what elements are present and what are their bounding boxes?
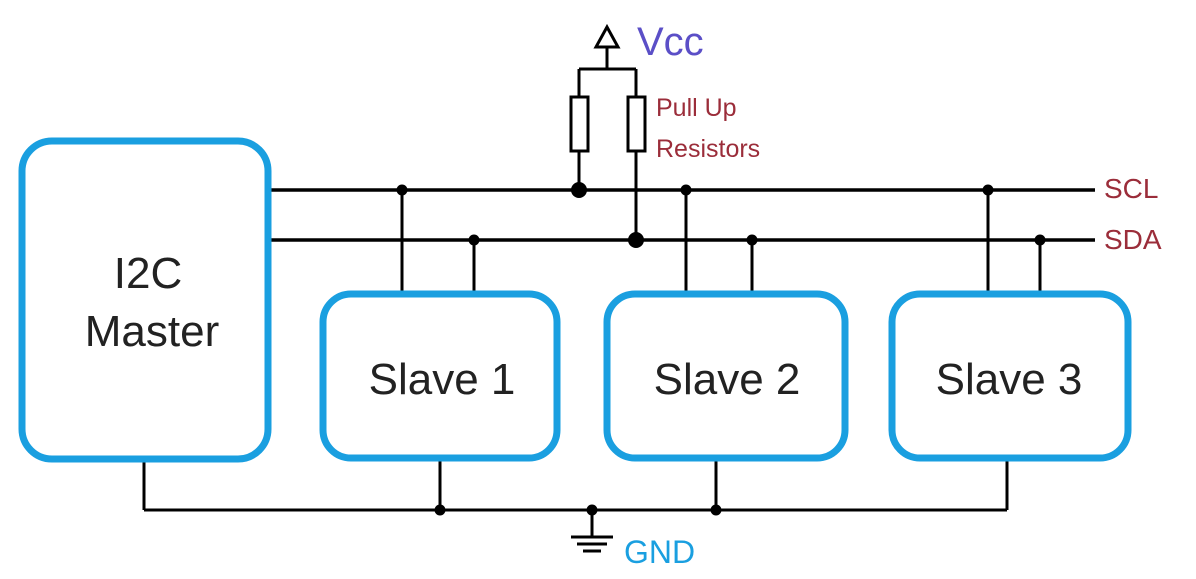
junction-dot (746, 234, 758, 246)
resistor-sda-icon (626, 95, 647, 153)
gnd-label: GND (624, 534, 695, 570)
master-box (18, 137, 272, 463)
i2c-master: I2C Master (18, 137, 272, 463)
scl-label: SCL (1104, 173, 1158, 204)
resistor-scl-icon (569, 95, 590, 153)
slave-box (319, 290, 561, 462)
ground-wiring (142, 458, 1009, 536)
junction-dot (434, 504, 446, 516)
slave-3: Slave 3 (888, 290, 1132, 462)
slave-label: Slave 2 (654, 355, 801, 404)
slave-1: Slave 1 (319, 290, 561, 462)
pullup-label-line2: Resistors (656, 135, 760, 163)
junction-dot (680, 184, 692, 196)
pullup-resistors (569, 95, 647, 240)
slave-label: Slave 3 (936, 355, 1083, 404)
junction-dot (468, 234, 480, 246)
junctions (396, 182, 1046, 248)
junction-dot (982, 184, 994, 196)
ground-icon (571, 535, 613, 553)
junction-dot (628, 232, 644, 248)
junction-dot (396, 184, 408, 196)
master-label-line2: Master (85, 307, 219, 356)
sda-label: SDA (1104, 224, 1162, 255)
vcc-label: Vcc (637, 20, 704, 64)
junction-dot (571, 182, 587, 198)
slave-box (888, 290, 1132, 462)
pullup-label-line1: Pull Up (656, 94, 737, 122)
master-label-line1: I2C (114, 249, 182, 298)
slave-2: Slave 2 (603, 290, 849, 462)
junction-dot (710, 504, 722, 516)
vcc-arrow-icon (593, 23, 621, 49)
vcc-supply (577, 23, 638, 97)
slave-label: Slave 1 (369, 355, 516, 404)
slave-taps (400, 190, 1042, 294)
slave-box (603, 290, 849, 462)
junction-dot (1034, 234, 1046, 246)
